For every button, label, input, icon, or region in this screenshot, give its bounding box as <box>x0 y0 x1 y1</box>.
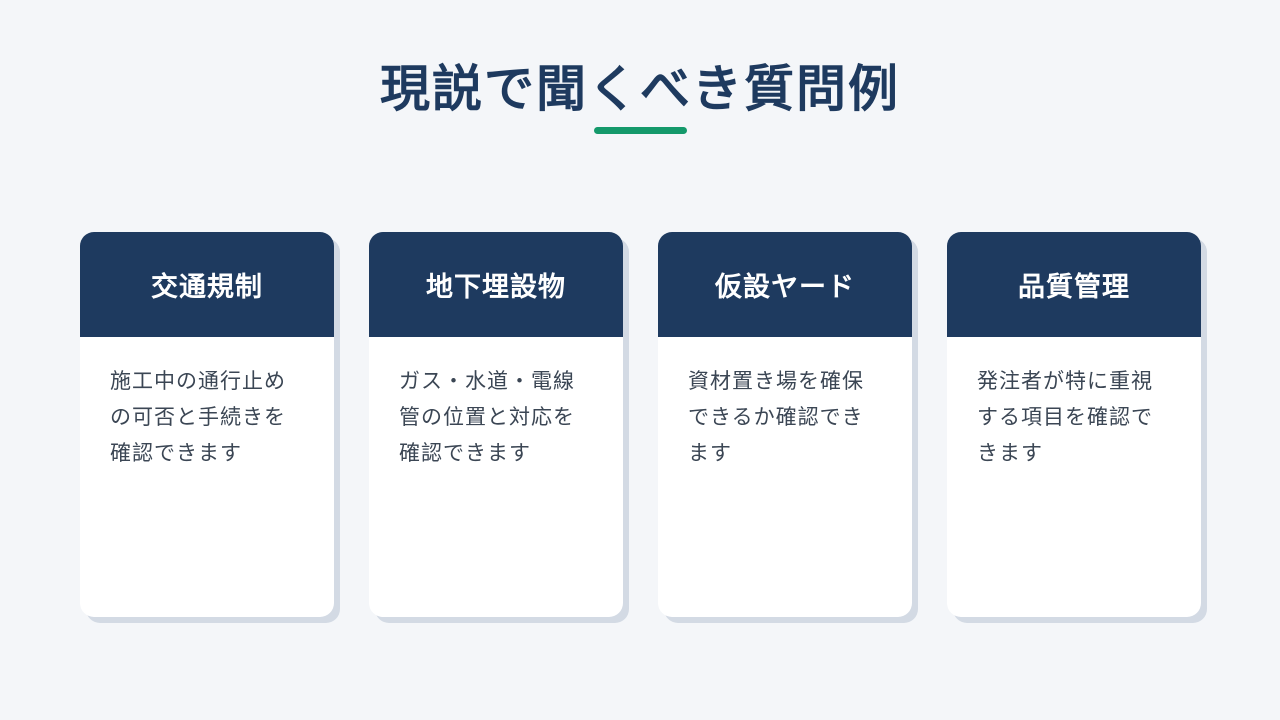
card-body: ガス・水道・電線管の位置と対応を確認できます <box>399 369 575 465</box>
card-quality-control: 品質管理 発注者が特に重視する項目を確認できます <box>947 232 1201 617</box>
card-temporary-yard: 仮設ヤード 資材置き場を確保できるか確認できます <box>658 232 912 617</box>
card-underground-utilities: 地下埋設物 ガス・水道・電線管の位置と対応を確認できます <box>369 232 623 617</box>
card-header: 交通規制 <box>80 232 334 337</box>
card-header: 仮設ヤード <box>658 232 912 337</box>
card-title: 品質管理 <box>1018 272 1130 303</box>
card-traffic-control: 交通規制 施工中の通行止めの可否と手続きを確認できます <box>80 232 334 617</box>
question-cards: 交通規制 施工中の通行止めの可否と手続きを確認できます 地下埋設物 ガス・水道・… <box>80 232 1201 617</box>
card-header: 品質管理 <box>947 232 1201 337</box>
title-underline <box>594 127 687 134</box>
card-body: 施工中の通行止めの可否と手続きを確認できます <box>110 369 286 465</box>
card-title: 地下埋設物 <box>426 272 566 303</box>
card-header: 地下埋設物 <box>369 232 623 337</box>
slide-title: 現説で聞くべき質問例 <box>380 60 900 118</box>
card-title: 交通規制 <box>151 272 263 303</box>
card-body: 発注者が特に重視する項目を確認できます <box>977 369 1153 465</box>
card-body: 資材置き場を確保できるか確認できます <box>688 369 864 465</box>
card-title: 仮設ヤード <box>715 272 855 303</box>
